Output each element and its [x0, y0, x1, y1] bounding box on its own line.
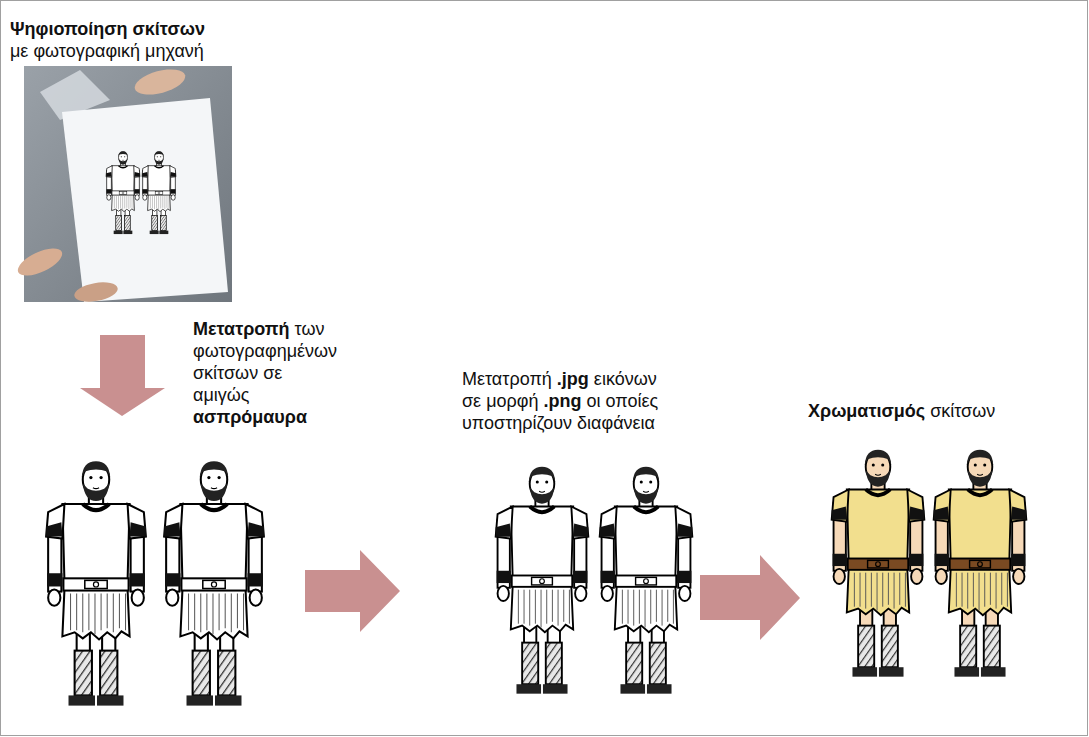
photo — [14, 65, 232, 305]
text-group: Μετατροπή των φωτογραφημένων σκίτσων σε … — [193, 318, 343, 428]
caption-text: σκίτσων — [930, 401, 995, 421]
text-group: Χρωματισμός σκίτσων — [808, 400, 1078, 422]
caption-text: .jpg — [557, 369, 589, 389]
text-group: Ψηφιοποίηση σκίτσωνμε φωτογραφική μηχανή — [10, 18, 310, 62]
caption-text: .png — [543, 391, 581, 411]
caption-text: με φωτογραφική μηχανή — [10, 40, 310, 62]
caption-text: Μετατροπή — [193, 319, 290, 339]
sketch-figures — [46, 450, 1026, 706]
caption-text: Χρωματισμός — [808, 401, 925, 421]
caption-text: Μετατροπή — [462, 369, 552, 389]
text-group: Μετατροπή .jpg εικόνων σε μορφή .png οι … — [462, 368, 677, 434]
caption-text: ασπρόμαυρα — [193, 407, 307, 427]
caption-text: Ψηφιοποίηση σκίτσων — [10, 18, 310, 40]
